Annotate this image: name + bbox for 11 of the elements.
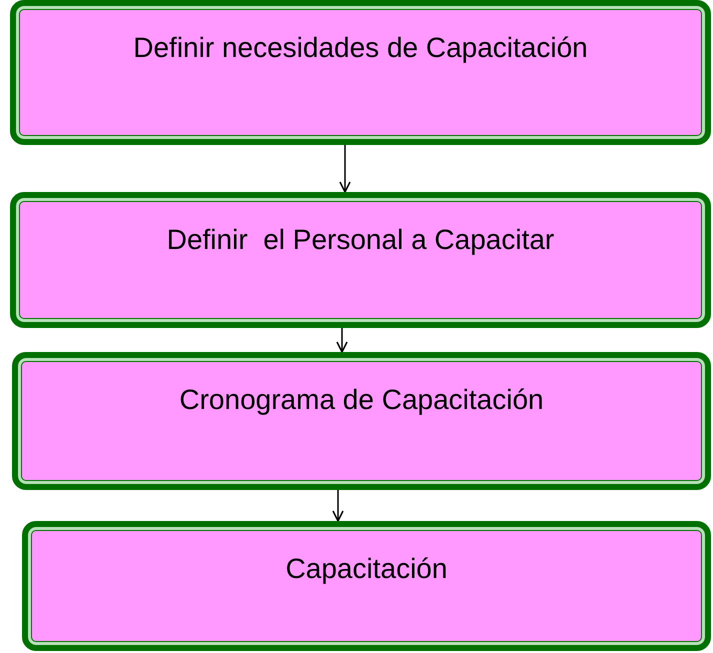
arrow	[336, 328, 348, 353]
step-label: Cronograma de Capacitación	[179, 384, 544, 416]
process-box	[22, 521, 711, 651]
arrow	[339, 145, 351, 193]
arrow	[332, 490, 344, 522]
process-box	[10, 192, 711, 328]
process-box	[10, 0, 711, 145]
step-label: Definir necesidades de Capacitación	[133, 32, 588, 64]
process-box	[12, 352, 711, 490]
step-label: Capacitación	[286, 553, 448, 585]
step-label: Definir el Personal a Capacitar	[166, 224, 554, 256]
